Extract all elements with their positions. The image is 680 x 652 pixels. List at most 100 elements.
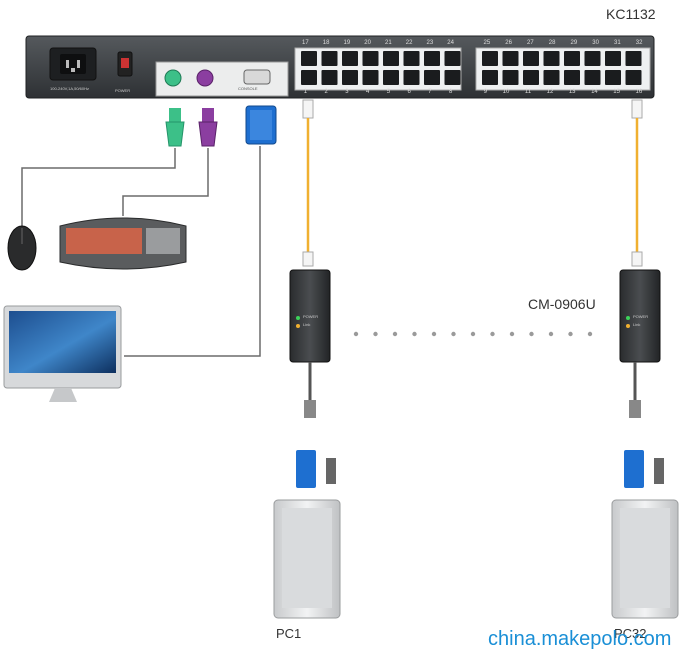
port-number: 24 — [447, 40, 454, 46]
adapter-pc1-power-led-label: POWER — [303, 314, 319, 319]
mouse — [7, 225, 37, 271]
rj45-port — [424, 51, 440, 66]
ps2-mouse-connector — [165, 108, 185, 147]
pc1-tower — [273, 499, 341, 619]
port-number: 5 — [386, 89, 391, 95]
port-number: 31 — [614, 40, 621, 46]
rj45-port — [584, 51, 601, 66]
rj45-port — [564, 70, 580, 85]
continuation-dot — [587, 331, 593, 337]
rj45-port — [403, 70, 420, 85]
switch-model-label: KC1132 — [606, 6, 656, 22]
port-number: 15 — [613, 89, 620, 95]
port-number: 10 — [502, 89, 510, 95]
continuation-dot — [509, 331, 515, 337]
rj45-port — [584, 70, 601, 85]
rj45-port — [502, 70, 519, 85]
port-number: 9 — [483, 89, 488, 95]
kvm-switch — [25, 35, 655, 99]
rj45-port — [383, 70, 399, 85]
rj45-port — [424, 70, 440, 85]
rj45-port — [564, 51, 580, 66]
rj45-port — [362, 51, 379, 66]
port-number: 1 — [303, 89, 308, 95]
rj45-port — [403, 51, 420, 66]
port-number: 25 — [483, 40, 491, 46]
power-label: POWER — [115, 88, 131, 93]
port-number: 28 — [548, 40, 556, 46]
port-number: 8 — [448, 89, 453, 95]
rj45-port — [543, 51, 560, 66]
rj45-port — [523, 51, 539, 66]
rj45-port — [383, 51, 399, 66]
port-number: 13 — [568, 89, 576, 95]
pc1-label: PC1 — [276, 626, 302, 641]
monitor — [3, 305, 122, 402]
port-number: 18 — [322, 40, 330, 46]
rj45-port — [444, 51, 461, 66]
port-number: 21 — [385, 40, 392, 46]
ethernet-cable-pc1 — [302, 99, 314, 267]
continuation-dot — [470, 331, 476, 337]
rj45-port — [321, 70, 338, 85]
console-label: CONSOLE — [238, 86, 258, 91]
watermark: china.makepolo.com — [488, 628, 672, 650]
rj45-port — [482, 51, 498, 66]
port-number: 26 — [505, 40, 512, 46]
continuation-dot — [548, 331, 554, 337]
rj45-port — [482, 70, 498, 85]
console-cables — [21, 146, 261, 357]
rj45-port — [502, 51, 519, 66]
rj45-port — [342, 70, 358, 85]
port-number: 27 — [527, 40, 534, 46]
port-numbers-top-right: 25 26 27 28 29 30 31 32 — [476, 40, 650, 46]
pc32-label: PC32 — [614, 626, 647, 641]
port-number: 7 — [428, 89, 432, 95]
rj45-port — [543, 70, 560, 85]
continuation-dot — [353, 331, 359, 337]
port-number: 11 — [524, 89, 532, 95]
port-numbers-bottom-left: 1 2 3 4 5 6 7 8 — [295, 89, 461, 95]
continuation-dot — [392, 331, 398, 337]
continuation-dot — [431, 331, 437, 337]
port-number: 29 — [570, 40, 578, 46]
adapter-pc1-link-led-label: Link — [303, 322, 311, 327]
keyboard — [59, 217, 187, 270]
port-number: 6 — [407, 89, 411, 95]
ps2-keyboard-connector — [198, 108, 218, 147]
port-number: 17 — [302, 40, 309, 46]
adapter-pc32-power-led-label: POWER — [633, 314, 649, 319]
continuation-dot — [529, 331, 534, 337]
port-number: 30 — [592, 40, 599, 46]
ethernet-cable-pc32 — [631, 99, 643, 267]
continuation-dot — [568, 331, 573, 337]
rj45-port — [605, 51, 621, 66]
adapter-model-label: CM-0906U — [528, 296, 596, 312]
continuation-dot — [451, 331, 456, 337]
vga-connector — [245, 105, 277, 145]
port-number: 2 — [324, 89, 328, 95]
rj45-port — [444, 70, 461, 85]
dotted-continuation — [353, 331, 593, 337]
rj45-port — [342, 51, 358, 66]
adapter-pc32-link-led-label: Link — [633, 322, 641, 327]
power-rating-label: 100-240V,1A,50/60Hz — [50, 86, 89, 91]
port-number: 4 — [365, 89, 370, 95]
adapter-pc32 — [619, 269, 664, 488]
rj45-port — [625, 70, 642, 85]
port-number: 19 — [343, 40, 351, 46]
port-number: 23 — [426, 40, 434, 46]
rj45-port — [523, 70, 539, 85]
adapter-pc1 — [289, 269, 336, 488]
pc32-tower — [611, 499, 679, 619]
continuation-dot — [490, 331, 495, 337]
rj45-port — [301, 51, 317, 66]
port-number: 32 — [635, 40, 643, 46]
port-number: 12 — [546, 89, 554, 95]
port-number: 14 — [591, 89, 598, 95]
port-number: 3 — [345, 89, 349, 95]
rj45-port — [362, 70, 379, 85]
